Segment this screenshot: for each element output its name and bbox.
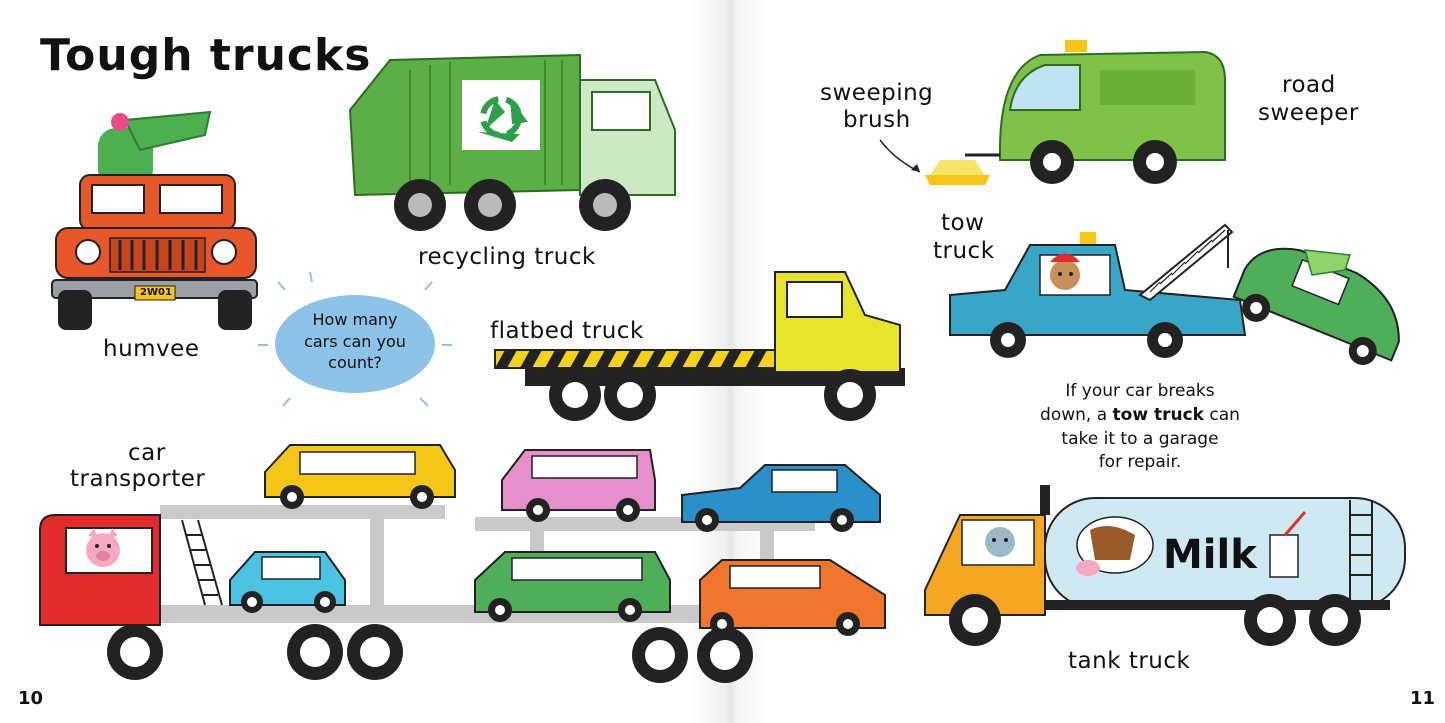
bear-icon xyxy=(985,527,1015,557)
info-line-2-pre: down, a xyxy=(1040,404,1113,425)
label-sweeping-brush-line2: brush xyxy=(843,107,911,133)
pig-icon xyxy=(86,528,120,567)
page-number-left: 10 xyxy=(18,688,44,709)
bubble-line-1: How many xyxy=(312,310,398,329)
label-car-transporter-line1: car xyxy=(128,440,166,466)
speech-bubble: How many cars can you count? xyxy=(275,295,435,393)
info-line-3: take it to a garage xyxy=(1061,428,1219,449)
label-car-transporter-line2: transporter xyxy=(70,466,206,492)
label-road-sweeper-line2: sweeper xyxy=(1258,100,1359,126)
bubble-rays xyxy=(258,271,452,407)
dog-icon xyxy=(1050,253,1080,290)
info-line-2: down, a tow truck can xyxy=(1030,404,1250,428)
info-line-4: for repair. xyxy=(1098,452,1182,473)
tow-truck-illustration xyxy=(949,223,1400,366)
label-flatbed-truck: flatbed truck xyxy=(490,318,644,344)
tow-truck-info: If your car breaks down, a tow truck can… xyxy=(1030,380,1250,475)
recycling-truck-illustration xyxy=(348,53,676,231)
label-tank-truck: tank truck xyxy=(1068,648,1191,674)
tank-label: Milk xyxy=(1163,532,1257,578)
road-sweeper-illustration xyxy=(879,40,1226,185)
cow-icon xyxy=(1076,516,1154,576)
bubble-line-3: count? xyxy=(328,353,382,373)
humvee-illustration xyxy=(51,110,258,330)
label-road-sweeper-line1: road xyxy=(1282,72,1336,98)
speech-bubble-text: How many cars can you count? xyxy=(275,309,435,374)
info-line-2-bold: tow truck xyxy=(1112,404,1204,425)
page-number-right: 11 xyxy=(1410,688,1436,709)
info-line-2-post: can xyxy=(1203,404,1240,425)
label-recycling-truck: recycling truck xyxy=(418,244,596,270)
tank-truck-illustration xyxy=(924,485,1406,646)
crocodile-icon xyxy=(1303,249,1352,276)
page-title: Tough trucks xyxy=(40,30,372,81)
info-line-1: If your car breaks xyxy=(1065,381,1215,401)
recycle-icon xyxy=(478,96,528,142)
label-tow-truck-line2: truck xyxy=(933,238,995,264)
car-transporter-illustration xyxy=(39,444,886,683)
flatbed-truck-illustration xyxy=(494,271,905,421)
bubble-line-2: cars can you xyxy=(304,331,406,351)
label-sweeping-brush-line1: sweeping xyxy=(820,80,934,106)
label-tow-truck-line1: tow xyxy=(941,210,985,236)
humvee-plate: 2W01 xyxy=(140,287,172,298)
label-humvee: humvee xyxy=(103,336,200,362)
